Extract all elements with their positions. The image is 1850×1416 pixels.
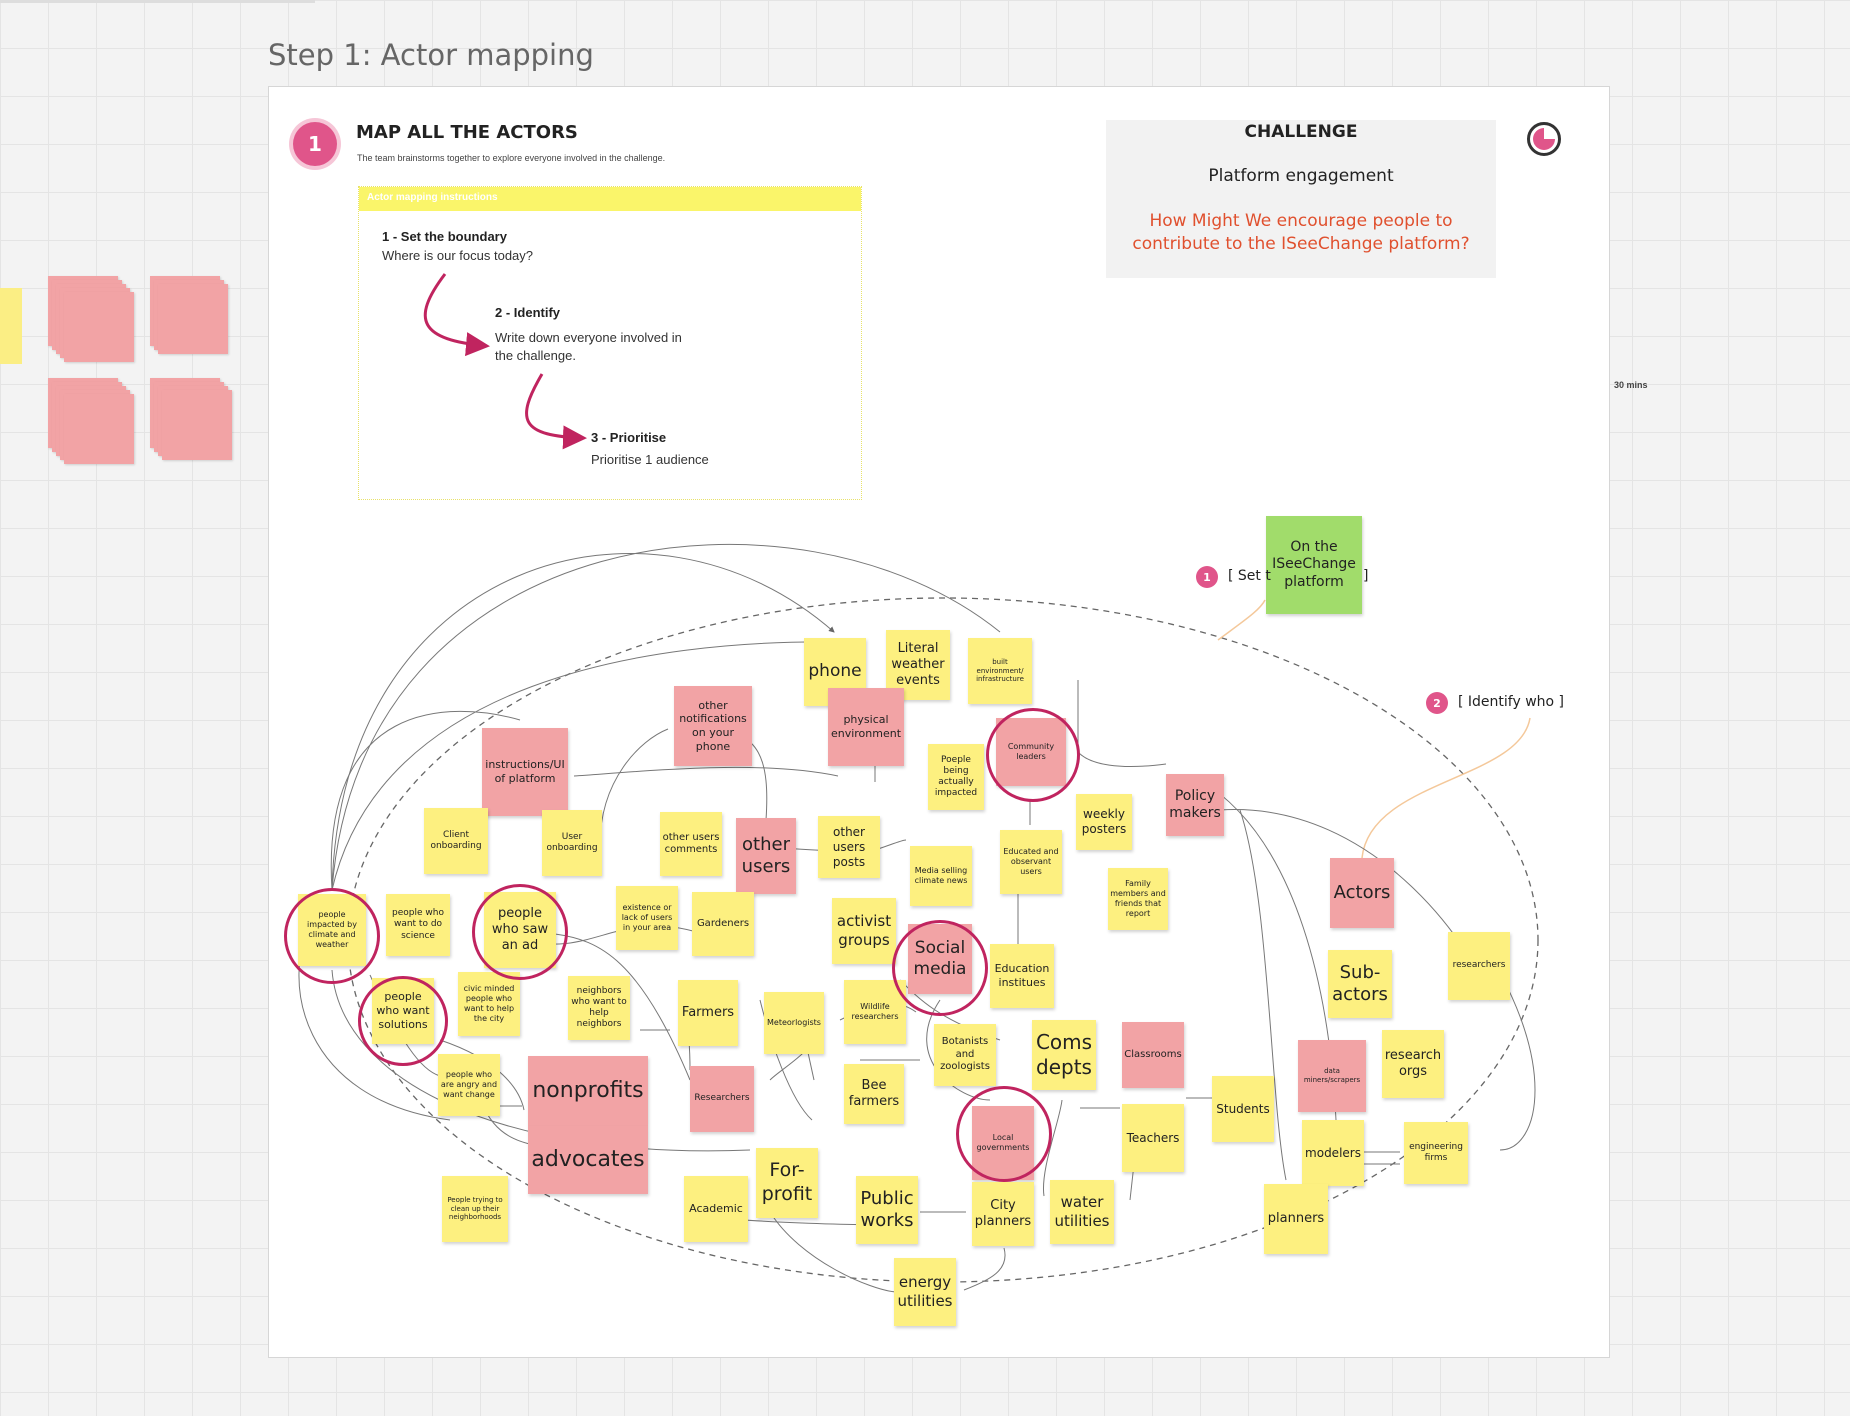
- sticky-civic-minded-people[interactable]: civic minded people who want to help the…: [458, 972, 520, 1036]
- sticky-planners[interactable]: planners: [1264, 1184, 1328, 1254]
- instruction-arrow-1: [423, 273, 490, 357]
- sticky-sub-actors[interactable]: Sub-actors: [1328, 950, 1392, 1018]
- sticky-city-planners[interactable]: City planners: [972, 1182, 1034, 1246]
- sticky-weekly-posters[interactable]: weekly posters: [1076, 794, 1132, 850]
- instruction-step-3-text: Prioritise 1 audience: [591, 452, 709, 467]
- toolbar-stub: [0, 0, 315, 3]
- sticky-built-environment[interactable]: built environment/ infrastructure: [968, 638, 1032, 704]
- sticky-on-the-platform[interactable]: On the ISeeChange platform: [1266, 516, 1362, 614]
- sticky-advocates[interactable]: advocates: [528, 1126, 648, 1194]
- sticky-media-selling-climate-news[interactable]: Media selling climate news: [910, 846, 972, 906]
- frame-title[interactable]: Step 1: Actor mapping: [268, 38, 594, 72]
- challenge-heading: CHALLENGE: [1244, 122, 1358, 142]
- set-marker-close: ]: [1363, 568, 1369, 584]
- circle-social-media: [892, 920, 988, 1016]
- sticky-energy-utilities[interactable]: energy utilities: [894, 1258, 956, 1326]
- sticky-research-orgs[interactable]: research orgs: [1382, 1030, 1444, 1098]
- sticky-education-institutes[interactable]: Education institues: [990, 944, 1054, 1008]
- map-title: MAP ALL THE ACTORS: [356, 122, 578, 143]
- sticky-meteorlogists[interactable]: Meteorlogists: [764, 992, 824, 1054]
- sticky-researchers-right[interactable]: researchers: [1448, 932, 1510, 1000]
- circle-people-impacted: [284, 888, 380, 984]
- map-subtitle: The team brainstorms together to explore…: [357, 153, 666, 163]
- circle-people-want-solutions: [358, 976, 448, 1066]
- set-marker-badge: 1: [1196, 566, 1218, 588]
- set-marker-label[interactable]: [ Set t: [1228, 568, 1271, 584]
- sticky-modelers[interactable]: modelers: [1302, 1120, 1364, 1186]
- sticky-family-and-friends[interactable]: Family members and friends that report: [1108, 868, 1168, 930]
- sticky-water-utilities[interactable]: water utilities: [1050, 1180, 1114, 1244]
- sticky-angry-want-change[interactable]: people who are angry and want change: [438, 1054, 500, 1116]
- sticky-farmers[interactable]: Farmers: [678, 980, 738, 1046]
- duration-label: 30 mins: [1614, 380, 1648, 390]
- challenge-question: How Might We encourage people to contrib…: [1132, 211, 1470, 254]
- actor-mapping-frame[interactable]: [268, 86, 1610, 1358]
- sticky-teachers[interactable]: Teachers: [1122, 1104, 1184, 1172]
- instruction-step-2-text: Write down everyone involved in the chal…: [495, 330, 682, 363]
- instructions-heading: Actor mapping instructions: [359, 187, 861, 211]
- step-number-badge: 1: [293, 122, 337, 166]
- sticky-nonprofits[interactable]: nonprofits: [528, 1056, 648, 1126]
- sticky-activist-groups[interactable]: activist groups: [832, 898, 896, 964]
- instruction-arrow-2: [525, 373, 587, 450]
- sticky-students[interactable]: Students: [1212, 1076, 1274, 1142]
- sticky-user-onboarding[interactable]: User onboarding: [542, 810, 602, 876]
- sticky-existence-of-users[interactable]: existence or lack of users in your area: [616, 886, 678, 950]
- sticky-other-users-comments[interactable]: other users comments: [660, 812, 722, 876]
- sticky-educated-observant-users[interactable]: Educated and observant users: [1000, 830, 1062, 894]
- sticky-other-users-posts[interactable]: other users posts: [818, 816, 880, 878]
- instruction-step-3-title: 3 - Prioritise: [591, 430, 667, 445]
- identify-marker-badge: 2: [1426, 692, 1448, 714]
- sticky-botanists-zoologists[interactable]: Botanists and zoologists: [934, 1024, 996, 1086]
- sticky-researchers[interactable]: Researchers: [690, 1066, 754, 1132]
- sticky-literal-weather-events[interactable]: Literal weather events: [886, 630, 950, 700]
- sticky-people-being-impacted[interactable]: Poeple being actually impacted: [928, 744, 984, 810]
- timer-icon[interactable]: [1527, 122, 1561, 156]
- set-marker-line: [1217, 599, 1266, 641]
- instruction-step-2-title: 2 - Identify: [495, 305, 561, 320]
- sticky-data-miners[interactable]: data miners/scrapers: [1298, 1040, 1366, 1112]
- sticky-neighbors-help[interactable]: neighbors who want to help neighbors: [568, 976, 630, 1040]
- sticky-bee-farmers[interactable]: Bee farmers: [844, 1064, 904, 1124]
- sticky-academic[interactable]: Academic: [684, 1176, 748, 1242]
- sticky-physical-environment[interactable]: physical environment: [828, 688, 904, 766]
- challenge-card[interactable]: CHALLENGE Platform engagement How Might …: [1106, 120, 1496, 278]
- identify-marker-line: [1361, 717, 1531, 859]
- sticky-gardeners[interactable]: Gardeners: [692, 892, 754, 956]
- sticky-engineering-firms[interactable]: engineering firms: [1404, 1122, 1468, 1184]
- circle-local-governments: [956, 1086, 1052, 1182]
- sticky-for-profit[interactable]: For-profit: [756, 1148, 818, 1218]
- identify-marker-label[interactable]: [ Identify who ]: [1458, 694, 1565, 710]
- sticky-clean-up-neighborhoods[interactable]: People trying to clean up their neighbor…: [442, 1176, 508, 1242]
- circle-people-saw-ad: [472, 884, 568, 980]
- sticky-other-notifications[interactable]: other notifications on your phone: [674, 686, 752, 766]
- circle-community-leaders: [986, 708, 1080, 802]
- sticky-instructions-ui[interactable]: instructions/UI of platform: [482, 728, 568, 816]
- sticky-policy-makers[interactable]: Policy makers: [1166, 774, 1224, 836]
- sticky-people-do-science[interactable]: people who want to do science: [386, 894, 450, 956]
- challenge-subheading: Platform engagement: [1208, 166, 1394, 186]
- sticky-wildlife-researchers[interactable]: Wildlife researchers: [844, 980, 906, 1044]
- sticky-other-users[interactable]: other users: [736, 818, 796, 894]
- sticky-classrooms[interactable]: Classrooms: [1122, 1022, 1184, 1088]
- instruction-step-1-text: Where is our focus today?: [382, 248, 534, 263]
- sticky-client-onboarding[interactable]: Client onboarding: [424, 808, 488, 874]
- sticky-actors[interactable]: Actors: [1330, 858, 1394, 928]
- instruction-step-1-title: 1 - Set the boundary: [382, 229, 507, 244]
- sticky-coms-depts[interactable]: Coms depts: [1032, 1020, 1096, 1090]
- sticky-public-works[interactable]: Public works: [856, 1176, 918, 1244]
- instructions-panel[interactable]: Actor mapping instructions: [358, 186, 862, 500]
- loose-yellow-sticky[interactable]: [0, 288, 22, 364]
